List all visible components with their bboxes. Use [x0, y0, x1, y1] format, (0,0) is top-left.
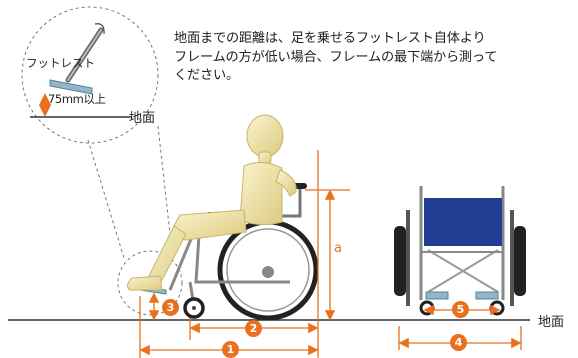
ground-label: 地面: [538, 315, 565, 330]
badge-4: 4: [450, 334, 467, 351]
footrest-tube: [49, 23, 105, 95]
callout-ground-label: 地面: [129, 111, 156, 126]
wheelchair-rear-view: [394, 186, 526, 316]
badge-2: 2: [245, 320, 262, 337]
clearance-label: 75mm以上: [48, 92, 106, 106]
height-label: a: [334, 241, 342, 256]
wheelchair-side-view: [139, 183, 319, 321]
badge-1: 1: [222, 341, 239, 358]
note-line-1: 地面までの距離は、足を乗せるフットレスト自体より: [174, 31, 486, 46]
measurement-note: 地面までの距離は、足を乗せるフットレスト自体より フレームの方が低い場合、フレー…: [174, 30, 564, 86]
footrest-label: フットレスト: [26, 56, 95, 70]
note-line-2: フレームの方が低い場合、フレームの最下端から測って: [174, 49, 498, 65]
badge-5: 5: [452, 301, 469, 318]
badge-3: 3: [162, 299, 179, 316]
note-line-3: ください。: [174, 68, 239, 83]
seated-figure: [126, 114, 297, 291]
